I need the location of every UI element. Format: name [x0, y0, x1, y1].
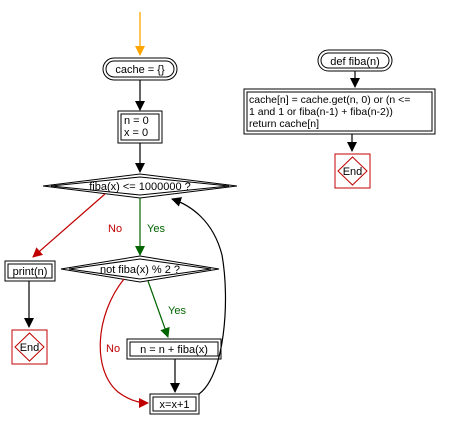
function-body-line-3: return cache[n] — [249, 118, 319, 130]
print-label: print(n) — [13, 266, 48, 278]
vars-init-node: n = 0 x = 0 — [117, 110, 163, 144]
limit-decision-label: fiba(x) <= 1000000 ? — [89, 181, 191, 193]
label-yes-inner: Yes — [168, 305, 186, 317]
accumulate-label: n = n + fiba(x) — [140, 344, 208, 356]
end-label-function: End — [343, 166, 363, 178]
vars-init-line-2: x = 0 — [124, 127, 148, 139]
print-node: print(n) — [4, 260, 56, 282]
increment-node: x=x+1 — [149, 393, 200, 415]
cache-init-label: cache = {} — [115, 64, 165, 76]
even-decision-label: not fiba(x) % 2 ? — [100, 264, 180, 276]
arrow-loop-back — [171, 197, 227, 395]
end-node-function: End — [334, 153, 371, 189]
end-node-main: End — [11, 329, 48, 365]
even-decision-node: not fiba(x) % 2 ? — [60, 255, 220, 283]
label-no-outer: No — [108, 223, 122, 235]
arrow-even-no — [99, 278, 149, 408]
arrow-limit-no — [32, 193, 106, 258]
function-body-node: cache[n] = cache.get(n, 0) or (n <= 1 an… — [243, 88, 436, 135]
limit-decision-node: fiba(x) <= 1000000 ? — [42, 173, 238, 199]
accumulate-node: n = n + fiba(x) — [126, 338, 222, 360]
end-label-main: End — [20, 342, 40, 354]
arrow-even-yes — [147, 280, 170, 338]
label-no-inner: No — [106, 343, 120, 355]
increment-label: x=x+1 — [160, 399, 190, 411]
label-yes-outer: Yes — [147, 223, 165, 235]
function-signature-label: def fiba(n) — [330, 56, 380, 68]
vars-init-line-1: n = 0 — [124, 115, 149, 127]
function-body-line-1: cache[n] = cache.get(n, 0) or (n <= — [249, 94, 410, 106]
function-body-line-2: 1 and 1 or fiba(n-1) + fiba(n-2)) — [249, 106, 393, 118]
function-start-node: def fiba(n) — [317, 49, 393, 72]
cache-init-node: cache = {} — [102, 57, 178, 81]
